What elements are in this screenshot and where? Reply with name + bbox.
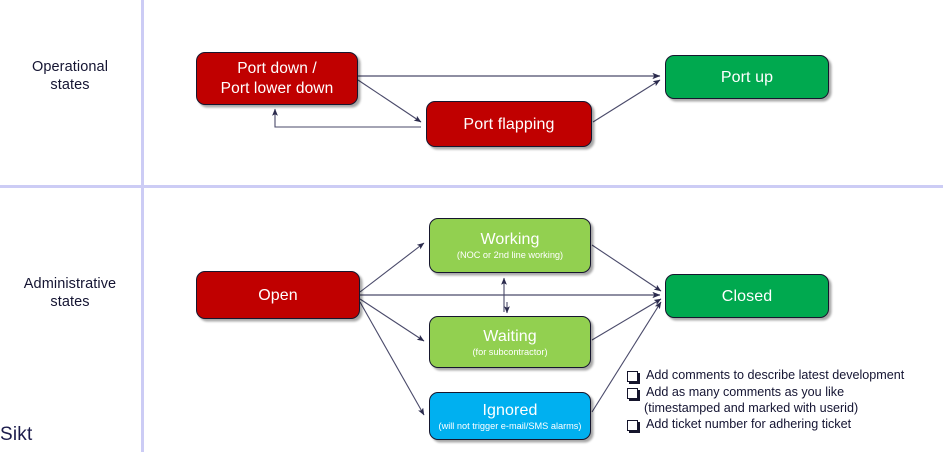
edge-portflapping-to-portdown	[272, 108, 421, 128]
edge-open-to-working	[359, 242, 425, 293]
checklist-item-text: Add as many comments as you like	[646, 384, 845, 399]
checklist-item[interactable]: Add ticket number for adhering ticket	[627, 417, 939, 433]
checklist-item[interactable]: Add comments to describe latest developm…	[627, 368, 939, 384]
state-node-port-down[interactable]: Port down / Port lower down	[196, 52, 358, 105]
checkbox-icon[interactable]	[627, 371, 638, 382]
state-node-ignored-subtitle: (will not trigger e-mail/SMS alarms)	[438, 420, 582, 431]
edge-portdown-to-portflapping	[357, 79, 422, 123]
checkbox-icon[interactable]	[627, 419, 638, 431]
state-node-waiting-subtitle: (for subcontractor)	[472, 346, 548, 357]
edge-portflapping-to-portup	[592, 79, 661, 123]
state-node-waiting[interactable]: Waiting (for subcontractor)	[429, 316, 591, 368]
checklist-item-continuation: (timestamped and marked with userid)	[644, 401, 859, 416]
state-node-port-down-line2: Port lower down	[220, 79, 334, 97]
lane-label-administrative-line2: states	[50, 294, 90, 310]
state-node-waiting-label: Waiting	[483, 327, 537, 345]
lane-label-administrative: Administrative states	[0, 275, 140, 311]
state-node-closed[interactable]: Closed	[665, 274, 829, 318]
state-node-port-up-label: Port up	[720, 68, 774, 86]
edge-working-to-closed	[591, 244, 662, 292]
checklist-item-text: Add comments to describe latest developm…	[646, 368, 905, 382]
state-node-port-up[interactable]: Port up	[665, 55, 829, 99]
state-node-working[interactable]: Working (NOC or 2nd line working)	[429, 218, 591, 273]
lane-label-operational: Operational states	[2, 58, 138, 94]
state-node-open[interactable]: Open	[196, 271, 360, 319]
edge-open-to-ignored	[359, 301, 425, 416]
state-node-port-flapping-label: Port flapping	[463, 115, 555, 133]
checklist: Add comments to describe latest developm…	[627, 368, 939, 433]
state-node-working-subtitle: (NOC or 2nd line working)	[456, 250, 564, 260]
lane-divider-horizontal	[0, 185, 943, 188]
edge-open-to-waiting	[359, 298, 425, 342]
state-node-closed-label: Closed	[721, 287, 773, 305]
lane-label-administrative-line1: Administrative	[23, 276, 117, 292]
lane-label-operational-line1: Operational	[31, 59, 109, 75]
checkbox-icon[interactable]	[627, 387, 638, 399]
edge-waiting-to-closed	[591, 298, 662, 341]
state-node-ignored[interactable]: Ignored (will not trigger e-mail/SMS ala…	[429, 392, 591, 440]
state-node-port-down-line1: Port down /	[237, 59, 317, 77]
edge-ignored-to-closed	[591, 301, 662, 413]
state-node-ignored-label: Ignored	[482, 401, 538, 419]
state-node-working-label: Working	[480, 231, 540, 248]
brand-logo-sikt: Sikt	[0, 424, 33, 445]
lane-label-operational-line2: states	[50, 77, 90, 93]
checklist-item[interactable]: Add as many comments as you like	[627, 385, 939, 401]
checklist-item-text: Add ticket number for adhering ticket	[646, 416, 852, 431]
state-node-open-label: Open	[258, 286, 298, 304]
state-node-port-flapping[interactable]: Port flapping	[426, 101, 592, 147]
lane-divider-vertical	[141, 0, 144, 452]
